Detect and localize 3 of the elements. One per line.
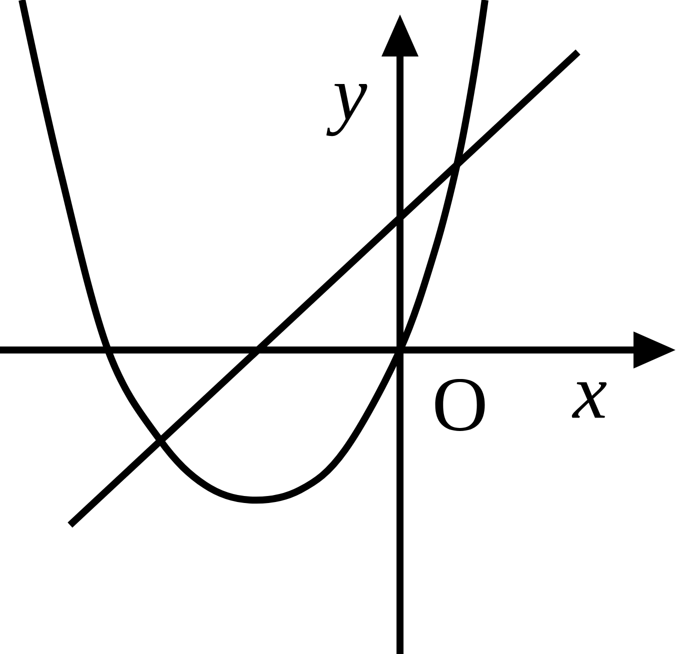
axis-label: O (435, 379, 485, 431)
axis-label: y (326, 84, 368, 136)
axis-label: x (572, 382, 607, 418)
